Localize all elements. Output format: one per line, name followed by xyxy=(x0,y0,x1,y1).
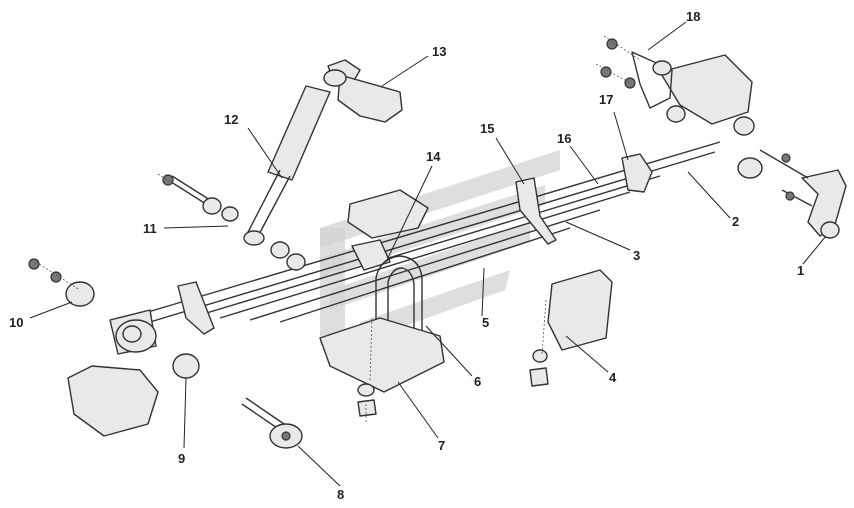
callout-15: 15 xyxy=(480,121,494,136)
callout-7: 7 xyxy=(438,438,445,453)
callout-5: 5 xyxy=(482,315,489,330)
spring-shackle xyxy=(737,149,847,239)
callout-6: 6 xyxy=(474,374,481,389)
callout-12: 12 xyxy=(224,112,238,127)
callout-13: 13 xyxy=(432,44,446,59)
callout-4: 4 xyxy=(609,370,617,385)
callout-labels: 1 2 3 4 5 6 7 8 9 10 11 12 13 14 15 16 1… xyxy=(9,9,804,502)
callout-leaders xyxy=(29,21,827,487)
callout-9: 9 xyxy=(178,451,185,466)
callout-3: 3 xyxy=(633,248,640,263)
callout-16: 16 xyxy=(557,131,571,146)
callout-11: 11 xyxy=(143,221,157,236)
front-hanger-bracket xyxy=(28,258,215,437)
callout-8: 8 xyxy=(337,487,344,502)
assembly-guide-lines xyxy=(35,35,641,422)
callout-14: 14 xyxy=(426,149,441,164)
rear-hanger-bracket xyxy=(600,38,755,136)
spring-clip xyxy=(515,153,653,245)
shock-absorber xyxy=(243,59,403,246)
callout-2: 2 xyxy=(732,214,739,229)
callout-17: 17 xyxy=(599,92,613,107)
callout-18: 18 xyxy=(686,9,700,24)
shock-lower-bolt xyxy=(162,174,306,271)
callout-10: 10 xyxy=(9,315,23,330)
pivot-bolt xyxy=(241,397,303,449)
axle-seat-assembly xyxy=(319,189,445,417)
rubber-bump-block xyxy=(529,269,613,387)
callout-1: 1 xyxy=(797,263,804,278)
